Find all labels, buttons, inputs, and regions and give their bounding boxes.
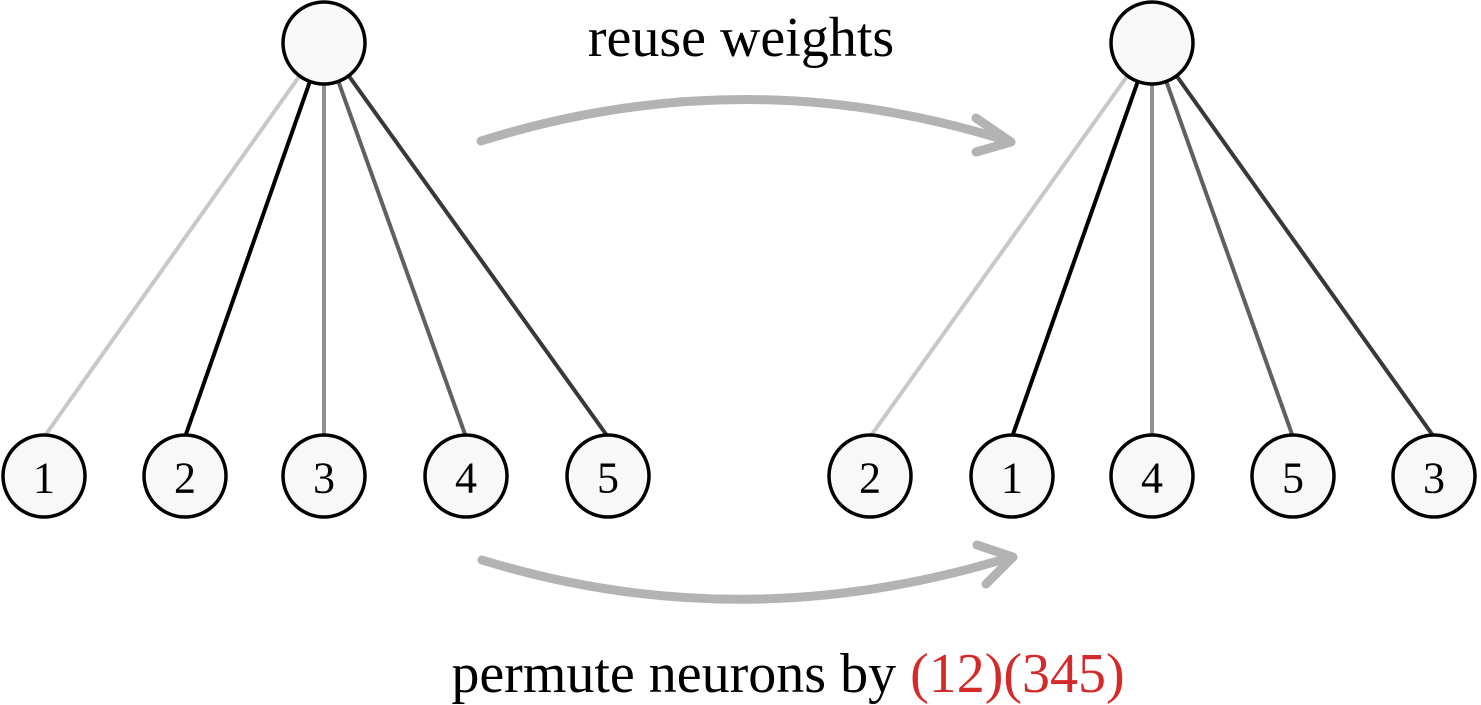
weight-edge-4: [333, 72, 468, 438]
input-neuron-3: [1391, 433, 1477, 519]
input-neuron-label: 3: [313, 454, 335, 503]
input-neuron-label: 4: [1141, 454, 1163, 503]
reuse-weights-caption: reuse weights: [588, 7, 894, 69]
reuse-weights-arrow: [476, 95, 1016, 157]
original-network: 1 2 3 4 5: [1, 0, 651, 519]
input-neuron-2: [827, 433, 913, 519]
weight-edge-2: [183, 72, 315, 438]
input-neuron-4: [423, 433, 509, 519]
input-neuron-label: 1: [33, 454, 55, 503]
input-neuron-label: 4: [455, 454, 477, 503]
weight-edge-3: [1172, 71, 1436, 439]
weight-edge-1: [1010, 72, 1143, 438]
input-neuron-label: 2: [174, 454, 196, 503]
input-neuron-label: 1: [1001, 454, 1023, 503]
input-neuron-5: [565, 433, 651, 519]
weight-edge-5: [345, 71, 610, 439]
output-neuron: [281, 0, 367, 86]
permute-neurons-caption: permute neurons by (12)(345): [451, 643, 1124, 705]
input-neuron-label: 5: [597, 454, 619, 503]
input-neuron-2: [142, 433, 228, 519]
input-neuron-1: [969, 433, 1055, 519]
input-neuron-1: [1, 433, 87, 519]
output-neuron: [1109, 0, 1195, 86]
permutation-cycle-notation: (12)(345): [910, 643, 1125, 705]
permuted-network: 2 1 4 5 3: [827, 0, 1477, 519]
input-neuron-label: 3: [1423, 454, 1445, 503]
permute-neurons-arrow: [477, 540, 1018, 604]
weight-edge-2: [868, 71, 1132, 439]
weight-edge-5: [1161, 72, 1295, 438]
input-neuron-label: 5: [1282, 454, 1304, 503]
input-neuron-5: [1250, 433, 1336, 519]
permute-caption-prefix: permute neurons by: [451, 643, 910, 705]
input-neuron-label: 2: [859, 454, 881, 503]
input-neuron-4: [1109, 433, 1195, 519]
weight-edge-1: [42, 71, 304, 439]
input-neuron-3: [281, 433, 367, 519]
